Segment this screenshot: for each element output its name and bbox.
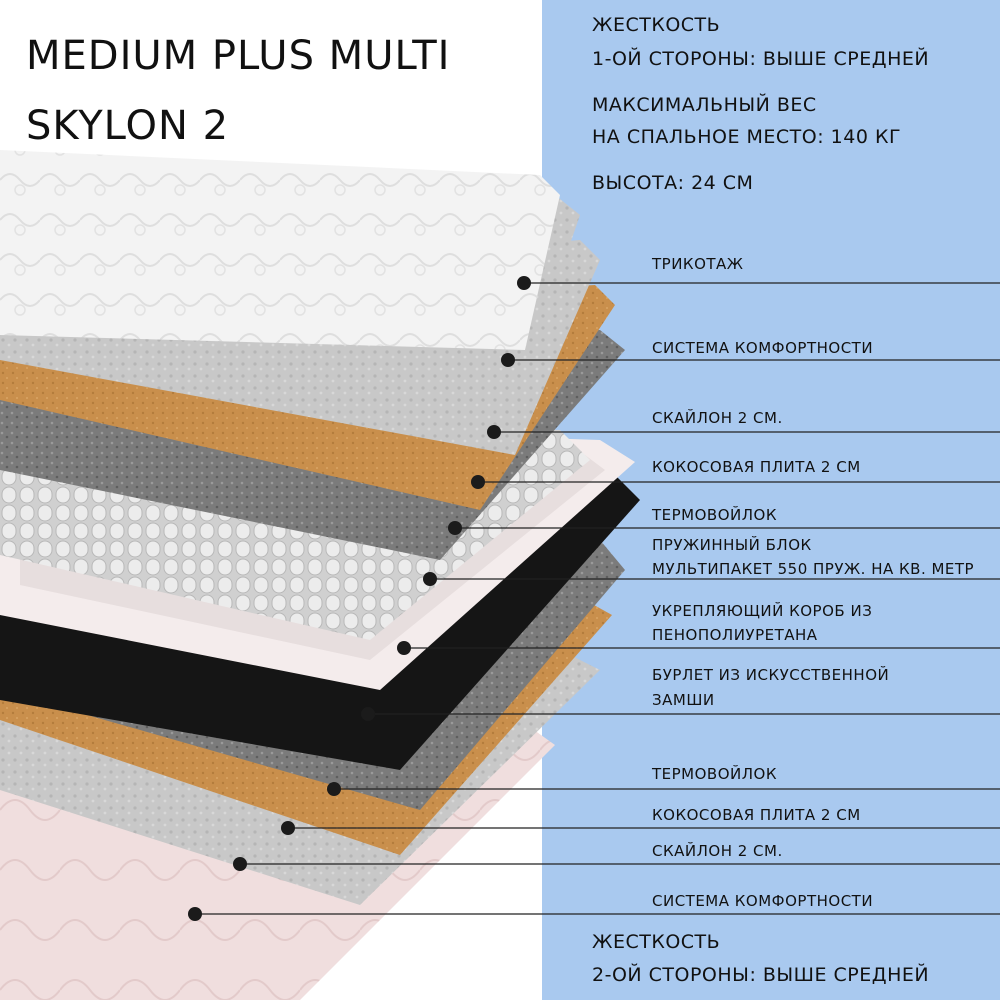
leader-dots bbox=[188, 276, 531, 921]
height-spec: ВЫСОТА: 24 СМ bbox=[592, 172, 754, 194]
layer-label-comfort-bottom: СИСТЕМА КОМФОРТНОСТИ bbox=[652, 892, 874, 910]
layer-label-coconut-bottom: КОКОСОВАЯ ПЛИТА 2 СМ bbox=[652, 806, 861, 824]
firmness-side2-value: 2-ОЙ СТОРОНЫ: ВЫШЕ СРЕДНЕЙ bbox=[592, 964, 930, 986]
layer-label-thermo-top: ТЕРМОВОЙЛОК bbox=[652, 506, 777, 524]
layer-label-foam-box: УКРЕПЛЯЮЩИЙ КОРОБ ИЗ bbox=[652, 602, 873, 620]
max-weight-value: НА СПАЛЬНОЕ МЕСТО: 140 КГ bbox=[592, 126, 902, 148]
leader-lines bbox=[195, 282, 1000, 915]
layer-label-spring-block: ПРУЖИННЫЙ БЛОК bbox=[652, 536, 812, 554]
layer-label-suede-border: БУРЛЕТ ИЗ ИСКУССТВЕННОЙ bbox=[652, 666, 890, 684]
layer-label-skylon-top: СКАЙЛОН 2 СМ. bbox=[652, 409, 783, 427]
layer-label-coconut-top: КОКОСОВАЯ ПЛИТА 2 СМ bbox=[652, 458, 861, 476]
knit-top-layer bbox=[0, 150, 560, 350]
layer-label-skylon-bottom: СКАЙЛОН 2 СМ. bbox=[652, 842, 783, 860]
max-weight-label: МАКСИМАЛЬНЫЙ ВЕС bbox=[592, 94, 817, 116]
firmness-side1-label: ЖЕСТКОСТЬ bbox=[592, 14, 721, 36]
layer-label-suede-border-detail: ЗАМШИ bbox=[652, 691, 715, 709]
product-title-line1: MEDIUM PLUS MULTI bbox=[26, 33, 451, 79]
layer-label-foam-box-detail: ПЕНОПОЛИУРЕТАНА bbox=[652, 626, 818, 644]
product-title-line2: SKYLON 2 bbox=[26, 103, 230, 149]
layer-label-spring-block-detail: МУЛЬТИПАКЕТ 550 ПРУЖ. НА КВ. МЕТР bbox=[652, 560, 975, 578]
layer-label-thermo-bottom: ТЕРМОВОЙЛОК bbox=[652, 765, 777, 783]
layer-label-comfort-top: СИСТЕМА КОМФОРТНОСТИ bbox=[652, 339, 874, 357]
layer-label-knit: ТРИКОТАЖ bbox=[652, 255, 744, 273]
firmness-side2-label: ЖЕСТКОСТЬ bbox=[592, 931, 721, 953]
firmness-side1-value: 1-ОЙ СТОРОНЫ: ВЫШЕ СРЕДНЕЙ bbox=[592, 48, 930, 70]
